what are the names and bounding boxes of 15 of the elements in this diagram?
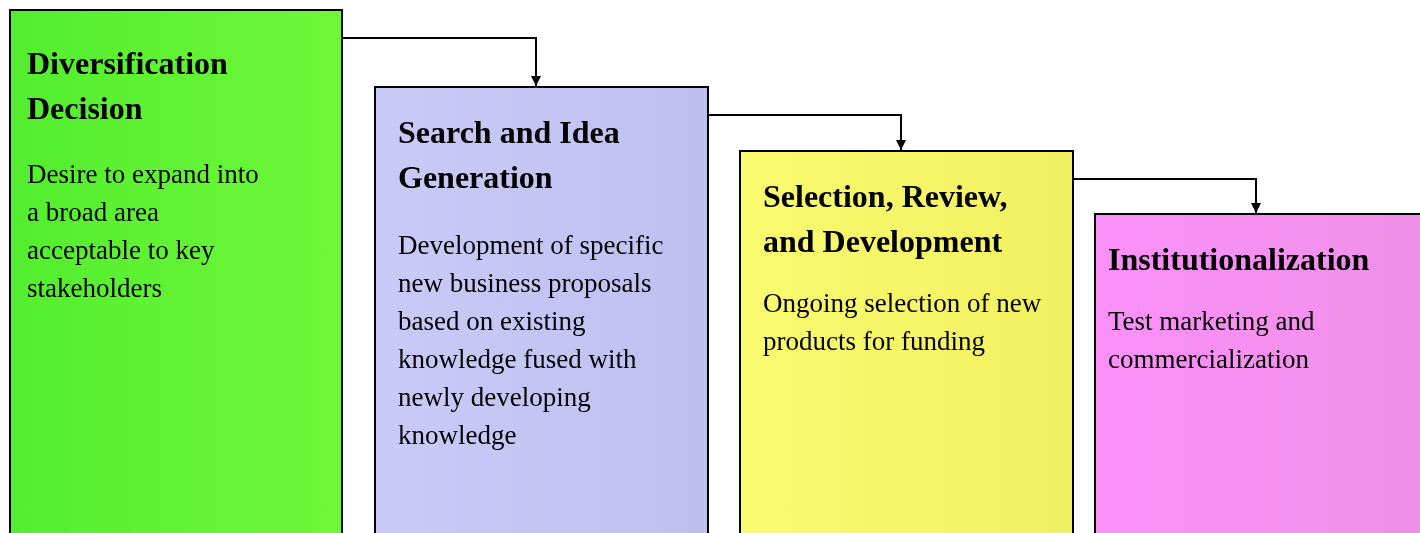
arrow bbox=[708, 114, 906, 151]
step-description: Test marketing and commercialization bbox=[1108, 305, 1316, 376]
step-title: Diversification Decision bbox=[27, 44, 229, 128]
step-description: Ongoing selection of new products for funding bbox=[763, 287, 1043, 358]
step-title: Institutionalization bbox=[1108, 240, 1371, 279]
process-box bbox=[9, 9, 343, 533]
step-description: Development of specific new business proposals based on existing knowledge fused with newly developing knowledge bbox=[398, 229, 665, 452]
step-description: Desire to expand into a broad area acceptable to key stakeholders bbox=[27, 158, 260, 305]
arrow bbox=[342, 37, 541, 87]
process-box bbox=[739, 150, 1074, 533]
step-title: Search and Idea Generation bbox=[398, 113, 621, 197]
process-box bbox=[1094, 213, 1420, 533]
arrow bbox=[1073, 178, 1261, 214]
process-box bbox=[374, 86, 709, 533]
step-title: Selection, Review, and Development bbox=[763, 177, 1009, 261]
